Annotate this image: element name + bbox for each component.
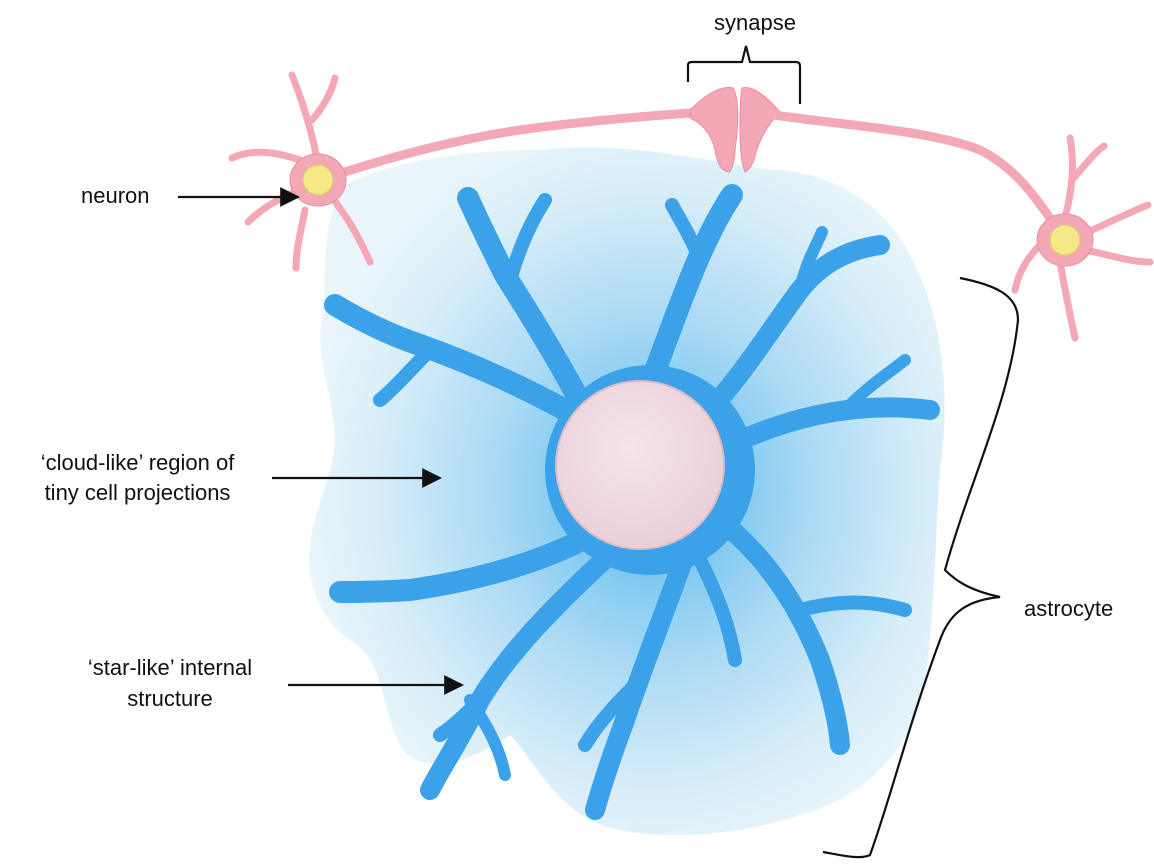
left-neuron-nucleus <box>303 165 333 195</box>
star-structure-label-line1: ‘star-like’ internal <box>55 653 285 683</box>
neuron-label: neuron <box>81 181 150 211</box>
astrocyte-nucleus <box>556 381 724 549</box>
star-structure-label-line2: structure <box>55 684 285 714</box>
cloud-region-label-line2: tiny cell projections <box>5 478 270 508</box>
right-neuron-nucleus <box>1050 225 1080 255</box>
astrocyte-label: astrocyte <box>1024 594 1113 624</box>
synapse-label: synapse <box>705 8 805 38</box>
cloud-region-label-line1: ‘cloud-like’ region of <box>5 448 270 478</box>
right-synaptic-terminal <box>740 87 780 172</box>
